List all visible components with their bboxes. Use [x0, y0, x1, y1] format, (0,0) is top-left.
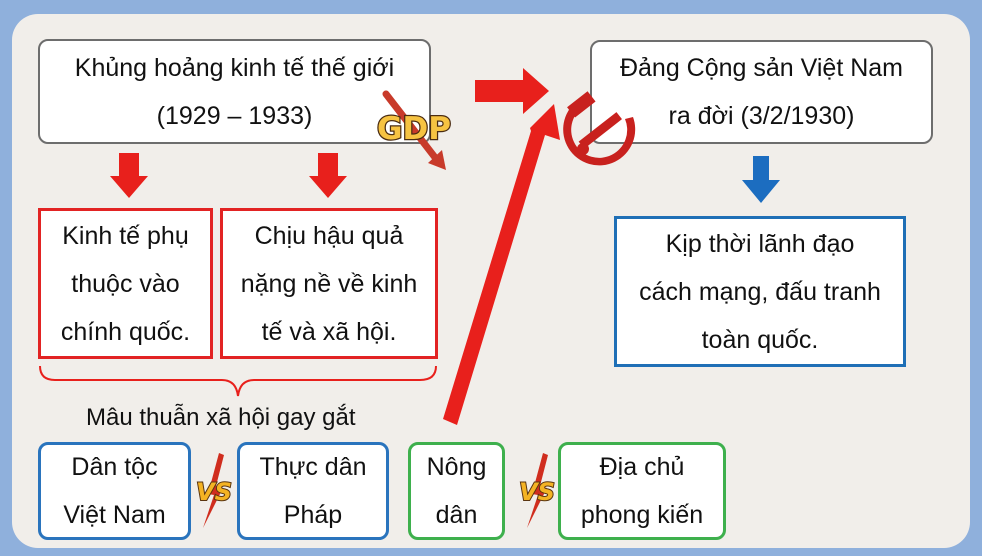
- group-1-line2: Việt Nam: [63, 501, 166, 529]
- right-arrow-crisis-to-party: [475, 68, 549, 114]
- group-2-line1: Thực dân: [259, 453, 367, 481]
- group-4-line2: phong kiến: [580, 501, 704, 529]
- group-3-line1: Nông: [426, 453, 487, 481]
- down-arrow-blue: [742, 156, 780, 203]
- svg-text:GDP: GDP: [377, 111, 451, 147]
- crisis-title: Khủng hoảng kinh tế thế giới: [74, 53, 395, 82]
- gdp-decline-icon: GDP: [376, 90, 452, 170]
- contradiction-brace: [39, 365, 437, 397]
- hammer-sickle-icon: [563, 91, 636, 166]
- crisis-box: Khủng hoảng kinh tế thế giới (1929 – 193…: [38, 39, 431, 144]
- effect-right-line2: nặng nề về kinh: [240, 269, 418, 298]
- group-feudal-landlords: Địa chủ phong kiến: [558, 442, 726, 540]
- party-date: ra đời (3/2/1930): [668, 102, 855, 130]
- effect-right-line3: tế và xã hội.: [261, 317, 397, 346]
- group-1-line1: Dân tộc: [71, 453, 158, 481]
- effect-heavy-consequences-box: Chịu hậu quả nặng nề về kinh tế và xã hộ…: [220, 208, 438, 359]
- contradiction-label: Mâu thuẫn xã hội gay gắt: [86, 404, 356, 431]
- down-arrow-right: [309, 153, 347, 198]
- party-box: Đảng Cộng sản Việt Nam ra đời (3/2/1930): [590, 40, 933, 144]
- effect-left-line1: Kinh tế phụ: [62, 221, 189, 250]
- crisis-years: (1929 – 1933): [156, 101, 313, 130]
- result-line3: toàn quốc.: [701, 325, 819, 354]
- group-4-line1: Địa chủ: [599, 453, 685, 481]
- group-peasants: Nông dân: [408, 442, 505, 540]
- effect-right-line1: Chịu hậu quả: [254, 221, 404, 250]
- party-title: Đảng Cộng sản Việt Nam: [619, 54, 904, 82]
- down-arrow-left: [110, 153, 148, 198]
- vs-lightning-icon: VS: [518, 453, 556, 528]
- result-line2: cách mạng, đấu tranh: [639, 277, 881, 306]
- diagonal-arrow-peasants-to-party: [443, 104, 560, 425]
- result-line1: Kịp thời lãnh đạo: [665, 229, 855, 258]
- effect-left-line2: thuộc vào: [71, 269, 180, 298]
- effect-dependent-economy-box: Kinh tế phụ thuộc vào chính quốc.: [38, 208, 213, 359]
- group-2-line2: Pháp: [283, 501, 343, 529]
- effect-left-line3: chính quốc.: [60, 317, 191, 346]
- result-leadership-box: Kịp thời lãnh đạo cách mạng, đấu tranh t…: [614, 216, 906, 367]
- svg-text:VS: VS: [196, 478, 232, 506]
- group-vietnamese-nation: Dân tộc Việt Nam: [38, 442, 191, 540]
- group-french-colonialists: Thực dân Pháp: [237, 442, 389, 540]
- vs-lightning-icon: VS: [195, 453, 233, 528]
- group-3-line2: dân: [435, 501, 478, 529]
- svg-text:VS: VS: [519, 478, 555, 506]
